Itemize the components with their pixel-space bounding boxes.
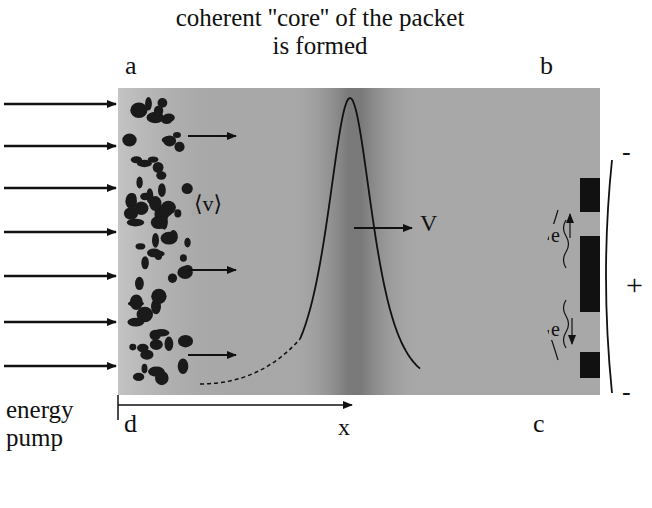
excitation-blob: [142, 364, 148, 374]
excitation-blob: [180, 254, 187, 262]
excitation-blob: [152, 233, 159, 248]
excitation-blob: [136, 243, 146, 249]
polarity-sign: -: [622, 138, 631, 167]
excitation-blob: [153, 162, 164, 173]
excitation-blob: [140, 193, 150, 201]
excitation-blob: [129, 344, 136, 351]
x-axis: [118, 395, 352, 420]
axis-label: x: [338, 414, 350, 440]
excitation-blob: [133, 373, 144, 381]
packet-velocity-label: V: [418, 210, 439, 236]
corner-label: a: [125, 52, 137, 81]
polarity-sign: -: [622, 378, 631, 407]
excitation-blob: [127, 318, 144, 327]
excitation-blob: [153, 329, 169, 336]
excitation-blob: [155, 371, 169, 385]
polarity-sign: +: [626, 268, 643, 301]
excitation-blob: [140, 350, 153, 360]
corner-label: b: [540, 52, 553, 81]
excitation-blob: [184, 238, 190, 248]
excitation-blob: [158, 183, 166, 197]
medium: [118, 88, 600, 395]
electron-label: e: [549, 224, 562, 246]
excitation-blob: [125, 193, 137, 209]
excitation-blob: [178, 335, 193, 347]
excitation-blob: [174, 142, 184, 152]
excitation-blob: [136, 177, 142, 189]
excitation-blob: [174, 209, 181, 217]
excitation-blob: [151, 289, 166, 304]
pump-label: energy pump: [6, 396, 106, 451]
excitation-blob: [161, 201, 176, 215]
excitation-blob: [169, 230, 178, 242]
excitation-blob: [173, 132, 181, 138]
corner-label: c: [533, 410, 545, 439]
excitation-blob: [141, 256, 149, 269]
excitation-blob: [135, 104, 142, 110]
packet-velocity-arrow: [354, 227, 412, 229]
excitation-blob: [148, 156, 159, 162]
electron-paths: [548, 210, 572, 360]
excitation-blob: [145, 97, 152, 110]
mean-velocity-arrows: [188, 136, 236, 355]
excitations: [122, 97, 193, 385]
excitation-blob: [122, 134, 136, 147]
excitation-blob: [151, 216, 168, 229]
electrodes: [580, 178, 600, 378]
excitation-blob: [165, 337, 174, 351]
excitation-blob: [162, 136, 176, 144]
excitation-blob: [168, 273, 177, 283]
electron-label: e: [549, 318, 562, 340]
excitation-blob: [147, 112, 165, 124]
excitation-blob: [149, 196, 161, 211]
mean-velocity-label: ⟨v⟩: [192, 192, 224, 216]
excitation-blob: [156, 171, 166, 179]
pump-arrows: [4, 104, 116, 366]
excitation-blob: [130, 103, 147, 119]
wave-packet: [300, 98, 420, 369]
core-band: [290, 88, 420, 395]
packet-tail: [200, 339, 300, 384]
pumped-zone: [118, 88, 228, 395]
circuit-bracket: [606, 160, 612, 393]
excitation-blob: [148, 250, 165, 257]
excitation-blob: [150, 339, 163, 350]
excitation-blob: [178, 359, 189, 374]
excitation-blob: [127, 219, 144, 227]
excitation-blob: [130, 295, 143, 311]
corner-label: d: [124, 410, 137, 439]
excitation-blob: [135, 277, 144, 290]
figure-heading: coherent ''core'' of the packet is forme…: [170, 4, 470, 59]
